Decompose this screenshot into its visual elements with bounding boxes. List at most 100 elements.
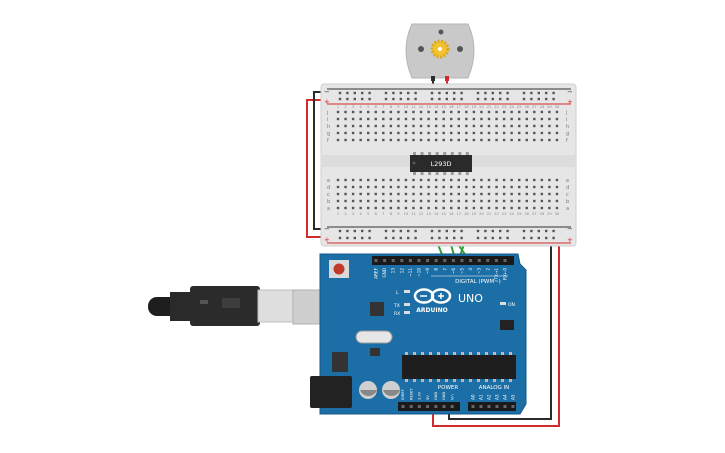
power-pin-label: RESET xyxy=(409,388,413,400)
column-number: 1 xyxy=(337,212,339,216)
column-number: 15 xyxy=(441,212,446,216)
digital-pin-label: 12 xyxy=(399,268,404,274)
column-number: 18 xyxy=(464,105,469,109)
power-pin-label: IOREF xyxy=(401,389,405,400)
row-letter: e xyxy=(327,178,330,184)
analog-header[interactable] xyxy=(468,402,516,411)
analog-pin-label: A4 xyxy=(503,394,508,400)
power-pin-label: GND xyxy=(442,392,446,400)
l293d-chip[interactable]: L293D xyxy=(410,152,472,175)
digital-pin-label: 7 xyxy=(442,268,447,271)
analog-pin-label: A2 xyxy=(487,394,492,400)
column-number: 18 xyxy=(464,212,469,216)
column-number: 23 xyxy=(502,105,507,109)
column-number: 25 xyxy=(517,105,522,109)
column-number: 3 xyxy=(352,212,354,216)
column-number: 4 xyxy=(360,212,363,216)
top-rail-plus-right: + xyxy=(567,98,573,106)
arduino-logo-icon xyxy=(413,288,452,304)
column-number: 22 xyxy=(494,212,499,216)
column-number: 30 xyxy=(555,105,560,109)
crystal-oscillator xyxy=(355,330,393,344)
column-number: 21 xyxy=(487,212,492,216)
usb-cable[interactable] xyxy=(148,286,349,326)
row-letter: f xyxy=(327,138,329,144)
analog-pin-label: A1 xyxy=(479,394,484,400)
digital-pin-label: ~5 xyxy=(460,268,465,275)
arduino-logo-text: ARDUINO xyxy=(416,307,447,314)
top-rail-minus-left: − xyxy=(324,88,330,96)
digital-pin-label: ~9 xyxy=(425,268,430,275)
column-number: 6 xyxy=(375,105,378,109)
column-number: 7 xyxy=(382,105,384,109)
wire-left-red-rail-link[interactable] xyxy=(306,99,329,238)
bottom-rail-plus-right: + xyxy=(567,236,573,244)
row-letter: i xyxy=(327,117,328,123)
bottom-rail-minus-right: − xyxy=(567,225,573,233)
motor-screw-top xyxy=(438,29,444,35)
column-number: 8 xyxy=(390,105,393,109)
digital-pin-label: 8 xyxy=(434,268,439,271)
row-letter: b xyxy=(566,199,569,205)
column-number: 16 xyxy=(449,105,454,109)
column-number: 14 xyxy=(434,105,439,109)
usb-chip xyxy=(370,302,384,316)
motor-terminal-red xyxy=(445,76,449,81)
column-number: 14 xyxy=(434,212,439,216)
digital-pin-label: 2 xyxy=(485,268,490,271)
power-pin-label: 5V xyxy=(426,395,430,400)
row-letter: g xyxy=(566,131,569,137)
column-number: 20 xyxy=(479,105,484,109)
column-number: 25 xyxy=(517,212,522,216)
power-pin-label: 3.3V xyxy=(418,391,422,400)
motor-terminal-black xyxy=(431,76,435,81)
column-number: 20 xyxy=(479,212,484,216)
column-number: 24 xyxy=(509,212,514,216)
column-number: 6 xyxy=(375,212,378,216)
analog-pin-label: A0 xyxy=(471,394,476,400)
row-letter: j xyxy=(565,110,567,116)
row-letter: b xyxy=(327,199,330,205)
led-label-rx: RX xyxy=(394,311,400,317)
bottom-rail-plus-left: + xyxy=(324,236,330,244)
usb-connector-metal xyxy=(257,289,297,323)
column-number: 9 xyxy=(397,212,400,216)
column-number: 21 xyxy=(487,105,492,109)
reset-button[interactable] xyxy=(329,260,349,278)
digital-pin-label: ~6 xyxy=(451,268,456,275)
column-number: 15 xyxy=(441,105,446,109)
column-number: 13 xyxy=(426,212,431,216)
digital-pin-label: ~11 xyxy=(408,268,413,277)
digital-pin-label: GND xyxy=(382,268,387,278)
icsp-header xyxy=(500,320,514,330)
chip-label: L293D xyxy=(430,160,451,168)
column-number: 28 xyxy=(540,212,545,216)
digital-header[interactable] xyxy=(372,256,514,265)
column-number: 2 xyxy=(344,105,346,109)
column-number: 24 xyxy=(509,105,514,109)
column-number: 27 xyxy=(532,105,537,109)
column-number: 28 xyxy=(540,105,545,109)
analog-pin-label: A3 xyxy=(495,394,500,400)
digital-pin-label: ~10 xyxy=(417,268,422,277)
digital-pin-label: 4 xyxy=(468,268,473,271)
capacitor-1 xyxy=(359,381,377,399)
dc-motor[interactable] xyxy=(405,23,475,81)
row-letter: h xyxy=(327,124,330,130)
digital-pin-label: ~3 xyxy=(477,268,482,275)
row-letter: d xyxy=(566,185,569,191)
column-number: 22 xyxy=(494,105,499,109)
column-number: 2 xyxy=(344,212,346,216)
row-letter: g xyxy=(327,131,330,137)
column-number: 10 xyxy=(404,105,409,109)
column-number: 12 xyxy=(419,212,424,216)
digital-pin-label: 13 xyxy=(391,268,396,274)
led-label-tx: TX xyxy=(393,303,400,309)
power-jack[interactable] xyxy=(310,376,352,408)
power-header[interactable] xyxy=(398,402,460,411)
atmega-microcontroller xyxy=(402,352,516,382)
